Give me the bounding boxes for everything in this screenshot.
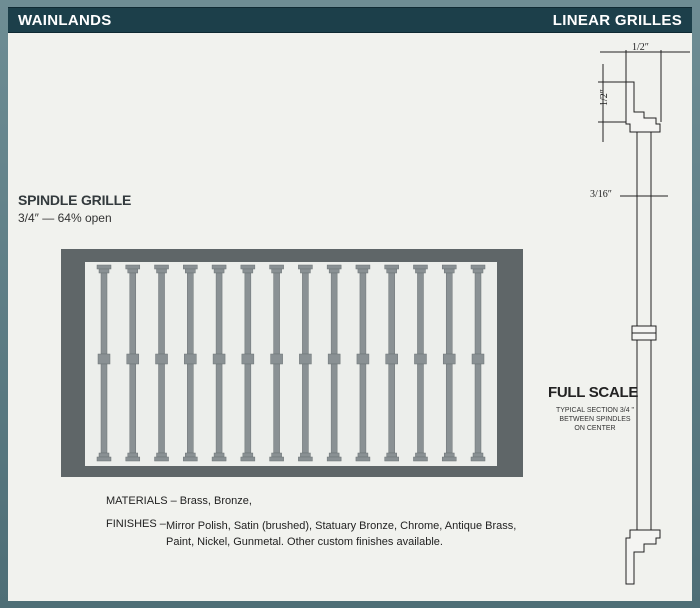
section-note: TYPICAL SECTION 3/4 " BETWEEN SPINDLES O…	[555, 407, 635, 432]
full-scale-title: FULL SCALE	[548, 384, 639, 401]
spindle	[298, 264, 313, 462]
profile-top-cap	[625, 81, 661, 133]
spindle	[269, 264, 284, 462]
spindle-bottom-cap	[211, 456, 227, 462]
spindle-bottom-cap	[269, 456, 284, 462]
spindle-bottom-cap	[441, 456, 457, 462]
finishes-label: FINISHES –	[106, 518, 166, 530]
spindle	[183, 264, 198, 462]
spindle	[384, 264, 399, 462]
spindle-bottom-cap	[96, 456, 112, 462]
spindle	[441, 264, 457, 462]
spindle	[470, 264, 486, 462]
grille-spec: 3/4″ — 64% open	[18, 211, 112, 225]
spindle	[96, 264, 112, 462]
spindle-bottom-cap	[154, 456, 169, 462]
materials-text: MATERIALS – Brass, Bronze,	[106, 495, 252, 507]
spindle-bottom-cap	[326, 456, 342, 462]
brand-title: WAINLANDS	[18, 12, 112, 29]
spindle-bottom-cap	[240, 456, 256, 462]
spindle	[125, 264, 141, 462]
grille-title: SPINDLE GRILLE	[18, 192, 132, 208]
spindle-bottom-cap	[183, 456, 198, 462]
spindle-bottom-cap	[125, 456, 141, 462]
spindle-bottom-cap	[413, 456, 428, 462]
grille-opening	[85, 262, 497, 466]
spindle	[355, 264, 371, 462]
profile-bottom-cap	[625, 529, 661, 585]
spindle	[211, 264, 227, 462]
dim-spindle-label: 3/16″	[590, 189, 612, 200]
header-bar: WAINLANDS LINEAR GRILLES	[8, 7, 692, 33]
section-title: LINEAR GRILLES	[552, 12, 682, 29]
spindle	[154, 264, 169, 462]
dim-height-label: 1/2″	[598, 89, 610, 106]
spindle-bottom-cap	[355, 456, 371, 462]
dim-width-label: 1/2″	[632, 42, 649, 53]
spindle-bottom-cap	[470, 456, 486, 462]
spindle-bottom-cap	[384, 456, 399, 462]
spindle	[240, 264, 256, 462]
finishes-text: Mirror Polish, Satin (brushed), Statuary…	[166, 520, 517, 548]
spindle	[326, 264, 342, 462]
spindle	[413, 264, 428, 462]
spindle-bottom-cap	[298, 456, 313, 462]
